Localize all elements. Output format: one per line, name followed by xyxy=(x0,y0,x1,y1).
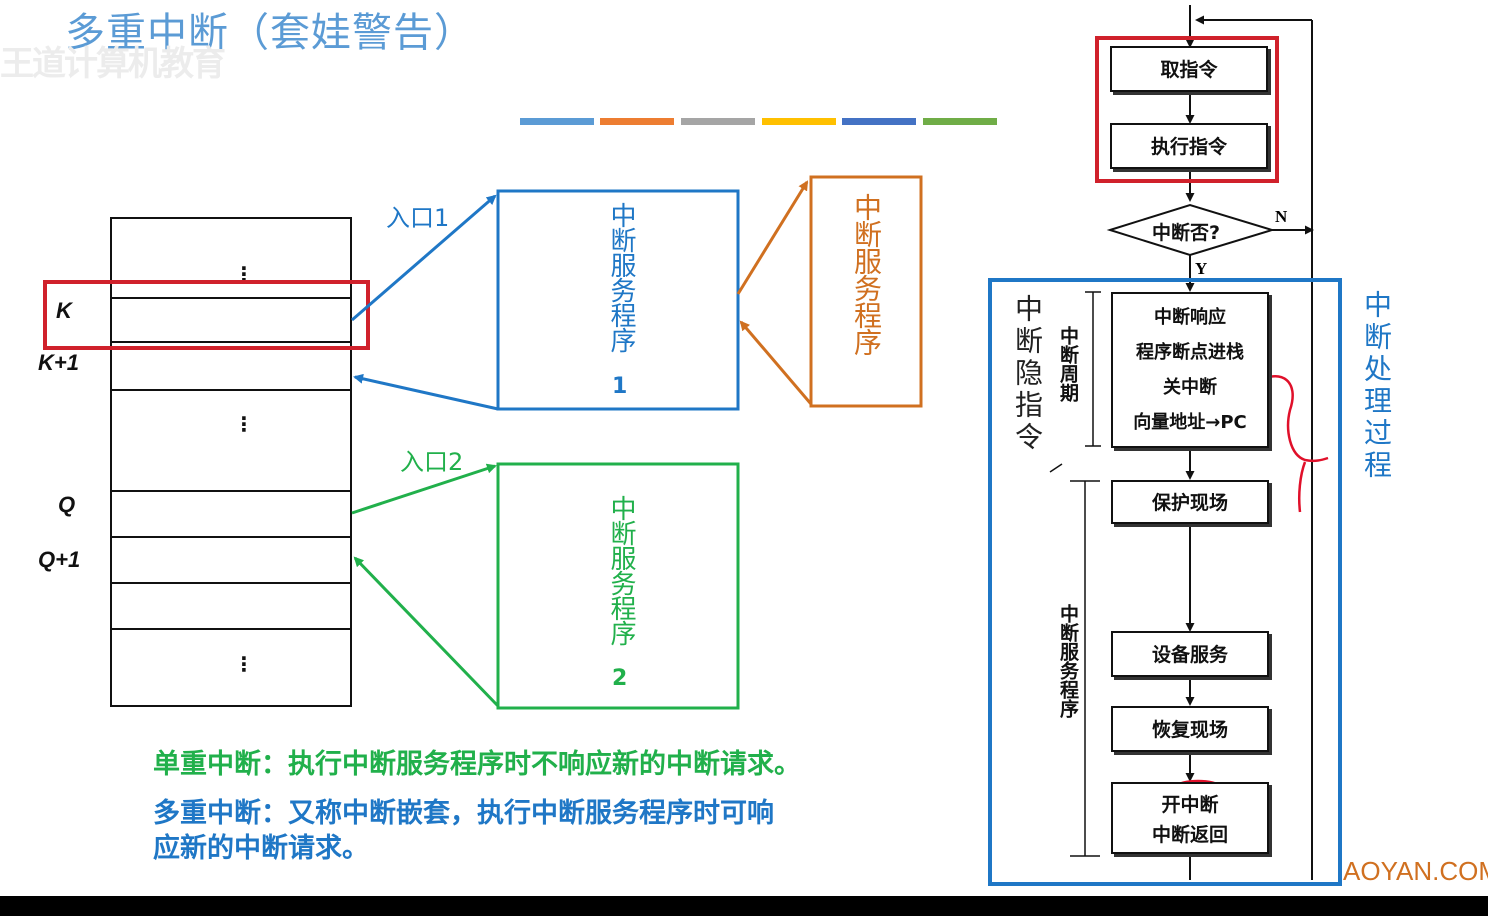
arrow-return1 xyxy=(353,373,499,411)
footer-bar xyxy=(0,896,1488,916)
entry2-label: 入口2 xyxy=(400,448,464,476)
color-bar-5 xyxy=(842,118,916,125)
flow-response-line-4: 向量地址→PC xyxy=(1133,412,1247,433)
color-bar-6 xyxy=(923,118,997,125)
flow-enable-return: 开中断 中断返回 xyxy=(1111,782,1269,854)
flow-restore-label: 恢复现场 xyxy=(1151,719,1228,741)
flow-response-line-1: 中断响应 xyxy=(1154,307,1226,328)
isr-nested-box xyxy=(809,175,923,408)
handwritten-brace xyxy=(1261,375,1329,513)
flow-restore-context: 恢复现场 xyxy=(1111,706,1269,752)
address-q1: Q+1 xyxy=(38,547,81,572)
flow-fetch-label: 取指令 xyxy=(1160,59,1218,81)
watermark: 王道计算机教育 xyxy=(0,44,226,84)
flow-execute-instruction: 执行指令 xyxy=(1110,123,1268,169)
flow-isr-label: 中断服务程序 xyxy=(1057,604,1079,718)
memory-cell-q1 xyxy=(110,538,352,584)
memory-cell-empty xyxy=(110,584,352,630)
flow-hidden-instruction-label: 中断隐指令 xyxy=(1011,294,1044,454)
highlight-k xyxy=(43,280,370,350)
arrow-return2 xyxy=(353,556,500,708)
flow-protect-context: 保护现场 xyxy=(1111,480,1269,524)
memory-cell-k xyxy=(110,297,352,343)
flow-fetch-instruction: 取指令 xyxy=(1110,46,1268,92)
flow-service-label: 设备服务 xyxy=(1151,644,1228,666)
isr1-label: 中断服务程序 xyxy=(606,202,636,352)
color-bar-3 xyxy=(681,118,755,125)
isr2-box xyxy=(496,462,740,710)
flow-process-label: 中断处理过程 xyxy=(1360,290,1393,482)
arrow-entry1 xyxy=(351,194,497,322)
isr2-label: 中断服务程序 xyxy=(606,495,636,645)
flow-decision-label: 中断否? xyxy=(1152,222,1221,244)
flow-cycle-label: 中断周期 xyxy=(1057,326,1079,402)
entry1-label: 入口1 xyxy=(386,204,450,232)
memory-ellipsis-middle: ⋮ xyxy=(234,412,254,436)
highlight-fetch-execute xyxy=(1095,36,1279,183)
color-bar-4 xyxy=(762,118,836,125)
flow-response-line-2: 程序断点进栈 xyxy=(1136,342,1244,363)
isr2-number: 2 xyxy=(612,666,628,691)
memory-cell-bottom xyxy=(110,630,352,707)
arrow-nested-return xyxy=(739,320,813,405)
memory-cell-q xyxy=(110,490,352,538)
address-q: Q xyxy=(58,492,76,517)
page-title: 多重中断（套娃警告） xyxy=(65,10,475,56)
note-multi-interrupt-1: 多重中断：又称中断嵌套，执行中断服务程序时可响 xyxy=(153,798,774,829)
flow-enable-label: 开中断 xyxy=(1161,794,1219,816)
flow-protect-label: 保护现场 xyxy=(1151,492,1228,514)
memory-cell-k1 xyxy=(110,343,352,391)
flow-response-line-3: 关中断 xyxy=(1163,377,1217,398)
isr1-box xyxy=(496,189,740,411)
flow-return-label: 中断返回 xyxy=(1151,824,1228,846)
isr1-number: 1 xyxy=(612,374,628,399)
note-single-interrupt: 单重中断：执行中断服务程序时不响应新的中断请求。 xyxy=(153,749,801,780)
flow-no-label: N xyxy=(1275,207,1288,226)
flow-execute-label: 执行指令 xyxy=(1150,136,1227,158)
flow-device-service: 设备服务 xyxy=(1111,631,1269,677)
color-bar-2 xyxy=(600,118,674,125)
highlight-interrupt-process xyxy=(988,278,1342,886)
isr-nested-label: 中断服务程序 xyxy=(850,193,883,355)
color-bar-1 xyxy=(520,118,594,125)
arrow-nested-entry xyxy=(736,180,809,295)
address-k1: K+1 xyxy=(38,350,79,375)
address-k: K xyxy=(56,298,72,323)
flow-yes-label: Y xyxy=(1195,259,1208,278)
arrow-entry2 xyxy=(351,463,497,515)
memory-ellipsis-bottom: ⋮ xyxy=(234,652,254,676)
flow-interrupt-response: 中断响应 程序断点进栈 关中断 向量地址→PC xyxy=(1111,292,1269,448)
footer-brand: AOYAN.COM xyxy=(1343,856,1488,886)
note-multi-interrupt-2: 应新的中断请求。 xyxy=(153,833,369,864)
